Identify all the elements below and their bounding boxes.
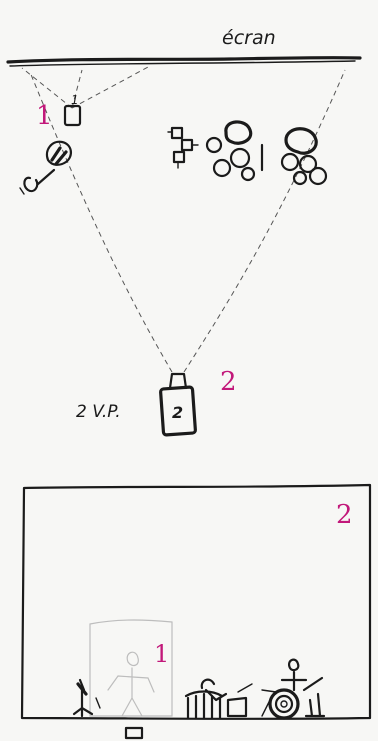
camera-2: 2 xyxy=(160,374,195,435)
drummer-right xyxy=(282,660,306,690)
camera-1: 1 xyxy=(65,93,80,125)
camera-icon xyxy=(65,106,80,125)
drum-kit-icon xyxy=(186,692,222,719)
bassist-head xyxy=(286,129,316,154)
guitar-icon xyxy=(24,170,54,191)
drum-8 xyxy=(294,172,306,184)
drum-2 xyxy=(231,149,249,167)
camera-2-projection-right xyxy=(184,70,345,372)
overhead-plan: écran 1 1 xyxy=(8,27,360,435)
ghost-projection-area xyxy=(90,620,172,716)
mic-stand xyxy=(74,680,100,716)
bass-drum-center xyxy=(281,701,287,707)
drum-4 xyxy=(242,168,254,180)
rack-box-1 xyxy=(172,128,182,138)
drummer-head xyxy=(226,122,251,143)
drum-1 xyxy=(207,138,221,152)
drum-3 xyxy=(214,160,230,176)
view-2-marker: 2 xyxy=(336,500,353,530)
cymbal-right xyxy=(304,678,324,716)
ghost-performer xyxy=(108,652,154,716)
screen-line-echo xyxy=(10,61,355,66)
floor-monitor xyxy=(126,728,142,738)
cymbal-stand xyxy=(238,684,252,692)
guitarist-figure xyxy=(20,142,71,194)
camera-2-lens xyxy=(170,374,186,388)
bass-drum-inner xyxy=(276,696,292,712)
drum-5 xyxy=(282,154,298,170)
camera-2-marker: 2 xyxy=(220,367,237,397)
camera-2-note: 2 V.P. xyxy=(76,402,121,422)
front-view: 2 1 xyxy=(22,485,370,738)
camera-1-marker: 1 xyxy=(36,101,53,131)
drum-7 xyxy=(310,168,326,184)
guitarist-hair xyxy=(52,148,66,164)
drum-box xyxy=(228,698,246,716)
keyboard-rack xyxy=(168,128,198,168)
rack-box-3 xyxy=(174,152,184,162)
mic-tick xyxy=(96,698,100,708)
rack-box-2 xyxy=(182,140,192,150)
camera-2-box-label: 2 xyxy=(172,403,183,422)
drum-kit xyxy=(186,660,324,718)
camera-1-box-label: 1 xyxy=(71,93,79,107)
mic-stand-legs xyxy=(74,680,92,716)
view-1-marker: 1 xyxy=(154,640,169,668)
drummer-left xyxy=(202,680,226,700)
band-cluster xyxy=(207,122,326,184)
bass-drum xyxy=(270,690,298,718)
guitarist-tick xyxy=(20,188,24,194)
view-frame xyxy=(22,485,370,719)
screen-label: écran xyxy=(222,27,276,49)
